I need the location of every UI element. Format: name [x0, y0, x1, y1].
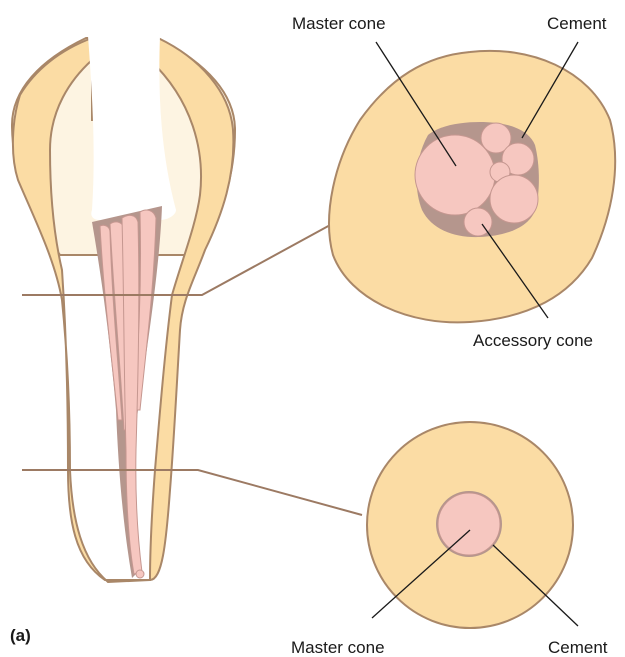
upper-cross-section: [329, 51, 615, 323]
label-top-master-cone: Master cone: [292, 14, 386, 33]
tooth-longitudinal-section: [12, 36, 235, 582]
lower-cross-section: [367, 422, 573, 628]
label-top-accessory-cone: Accessory cone: [473, 331, 593, 350]
master-cone-section: [415, 135, 495, 215]
master-cone-apex-tip: [136, 570, 144, 578]
panel-label: (a): [10, 626, 31, 645]
label-bottom-cement: Cement: [548, 638, 608, 657]
lower-master-cone-section: [438, 493, 500, 555]
label-bottom-master-cone: Master cone: [291, 638, 385, 657]
label-top-cement: Cement: [547, 14, 607, 33]
accessory-cone-4: [490, 175, 538, 223]
